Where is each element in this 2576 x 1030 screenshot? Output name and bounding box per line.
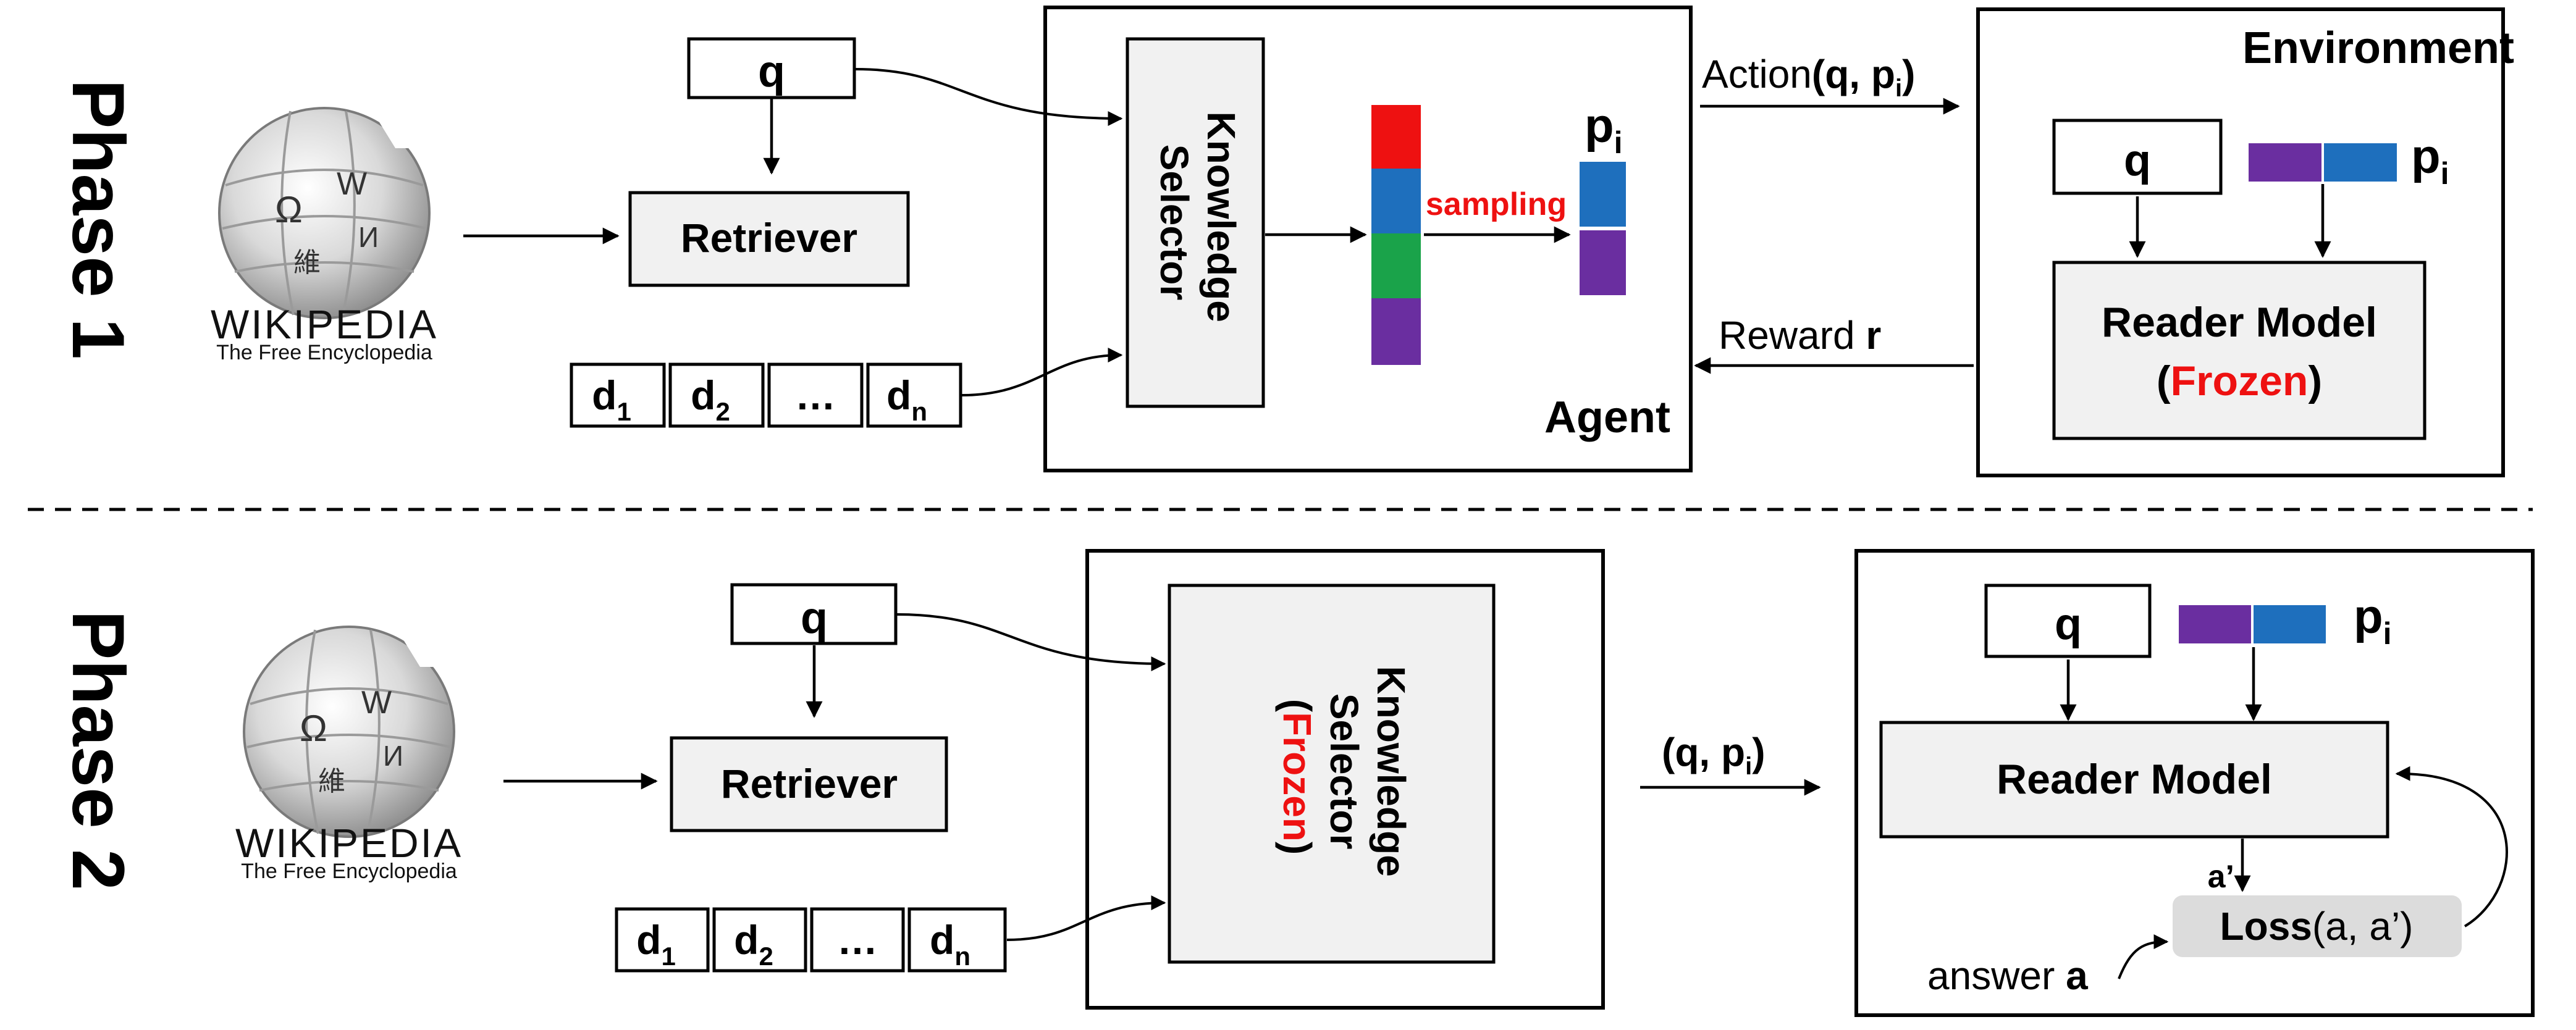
retriever-label: Retriever bbox=[721, 761, 898, 806]
sampled-block bbox=[1580, 230, 1626, 295]
knowledge-selector-box bbox=[1126, 37, 1265, 408]
documents-row: d1 d2 … dn bbox=[615, 907, 1007, 973]
sampling-label: sampling bbox=[1426, 186, 1567, 222]
knowledge-selector-box bbox=[1168, 584, 1496, 964]
loss-box bbox=[2173, 895, 2462, 957]
arrow-loss-feedback bbox=[2395, 766, 2508, 927]
wikipedia-tagline: The Free Encyclopedia bbox=[241, 860, 457, 883]
passage-block bbox=[2249, 143, 2321, 182]
reader-model-box bbox=[1879, 721, 2389, 839]
document-label: d1 bbox=[592, 372, 631, 426]
retriever-box bbox=[628, 191, 910, 287]
query-label: q bbox=[758, 47, 785, 96]
loss-label: Loss(a, a’) bbox=[2220, 904, 2414, 948]
ground-truth-answer-label: answer a bbox=[1927, 953, 2088, 998]
candidate-block bbox=[1371, 298, 1421, 365]
wikipedia-logo: Ω W И 維 WIKIPEDIA The Free Encyclopedia bbox=[211, 107, 438, 364]
p-i-label: pi bbox=[1585, 98, 1623, 160]
documents-row: d1 d2 … dn bbox=[570, 362, 962, 428]
env-query-box bbox=[2052, 119, 2223, 195]
passage-block bbox=[2179, 605, 2251, 643]
passage-block bbox=[2254, 605, 2326, 643]
wikipedia-tagline: The Free Encyclopedia bbox=[216, 341, 432, 364]
candidate-block bbox=[1371, 169, 1421, 233]
document-label: d1 bbox=[636, 917, 676, 971]
svg-text:維: 維 bbox=[318, 766, 345, 797]
wikipedia-wordmark: WIKIPEDIA bbox=[211, 301, 438, 347]
query-box bbox=[687, 37, 856, 99]
action-label: Action(q, pi) bbox=[1702, 52, 1915, 102]
retriever-label: Retriever bbox=[681, 215, 857, 261]
reward-label: Reward r bbox=[1719, 313, 1881, 358]
document-box bbox=[767, 362, 864, 428]
wikipedia-logo: Ω W И 維 WIKIPEDIA The Free Encyclopedia bbox=[235, 626, 463, 883]
svg-text:И: И bbox=[358, 221, 379, 253]
sampled-block bbox=[1580, 162, 1626, 227]
candidate-block bbox=[1371, 105, 1421, 169]
env-query-label: q bbox=[2055, 600, 2082, 649]
document-label: dn bbox=[886, 372, 927, 426]
reader-model-box bbox=[2052, 261, 2427, 440]
query-box bbox=[730, 583, 898, 645]
reader-model-label: Reader Model bbox=[1997, 756, 2272, 803]
document-box bbox=[907, 907, 1007, 973]
document-box bbox=[712, 907, 807, 973]
query-label: q bbox=[801, 593, 828, 643]
retriever-box bbox=[670, 736, 948, 832]
document-box bbox=[615, 907, 710, 973]
env-p-i-label: pi bbox=[2354, 589, 2392, 651]
reader-frozen-label: (Frozen) bbox=[2157, 358, 2322, 404]
document-box bbox=[810, 907, 905, 973]
document-label: dn bbox=[930, 917, 970, 971]
document-label: d2 bbox=[691, 372, 730, 426]
env-query-label: q bbox=[2124, 136, 2151, 185]
wikipedia-globe-icon: Ω W И 維 bbox=[243, 626, 457, 838]
svg-text:Ω: Ω bbox=[275, 189, 303, 230]
reader-model-label: Reader Model bbox=[2102, 299, 2377, 346]
svg-text:W: W bbox=[361, 685, 392, 721]
candidate-passage-stack bbox=[1371, 105, 1421, 365]
knowledge-selector-label: Knowledge Selector (Frozen) bbox=[1275, 666, 1413, 887]
env-p-i-label: pi bbox=[2411, 129, 2449, 191]
document-ellipsis: … bbox=[795, 372, 836, 418]
svg-text:Ω: Ω bbox=[300, 708, 327, 749]
passage-block bbox=[2324, 143, 2397, 182]
document-label: d2 bbox=[734, 917, 773, 971]
phase1-label: Phase 1 bbox=[57, 79, 140, 359]
document-box bbox=[668, 362, 765, 428]
query-passage-pair-label: (q, pi) bbox=[1662, 730, 1766, 780]
env-query-box bbox=[1984, 584, 2152, 658]
arrow-query-to-selector bbox=[855, 68, 1123, 126]
env-passage-bar bbox=[2179, 605, 2326, 643]
agent-label: Agent bbox=[1544, 393, 1670, 442]
agent-frame bbox=[1043, 6, 1693, 472]
sampled-passages bbox=[1580, 162, 1626, 295]
arrow-docs-to-selector bbox=[961, 348, 1123, 396]
document-ellipsis: … bbox=[837, 917, 878, 963]
svg-text:И: И bbox=[383, 740, 403, 772]
svg-text:W: W bbox=[337, 166, 367, 202]
svg-text:維: 維 bbox=[293, 248, 321, 278]
arrow-answer-to-loss bbox=[2118, 934, 2169, 979]
selector-frame bbox=[1085, 549, 1605, 1010]
document-box bbox=[570, 362, 666, 428]
arrow-query-to-selector bbox=[896, 613, 1166, 671]
phase2-label: Phase 2 bbox=[57, 610, 140, 890]
knowledge-selector-label: Knowledge Selector bbox=[1152, 111, 1244, 333]
arrow-docs-to-selector bbox=[1006, 895, 1166, 941]
predicted-answer-label: a’ bbox=[2208, 859, 2234, 895]
environment-frame bbox=[1976, 7, 2505, 477]
wikipedia-globe-icon: Ω W И 維 bbox=[218, 107, 432, 319]
document-box bbox=[866, 362, 962, 428]
reader-frame bbox=[1854, 549, 2535, 1017]
wikipedia-wordmark: WIKIPEDIA bbox=[235, 820, 463, 866]
env-passage-bar bbox=[2249, 143, 2397, 182]
environment-label: Environment bbox=[2242, 23, 2514, 73]
candidate-block bbox=[1371, 233, 1421, 298]
